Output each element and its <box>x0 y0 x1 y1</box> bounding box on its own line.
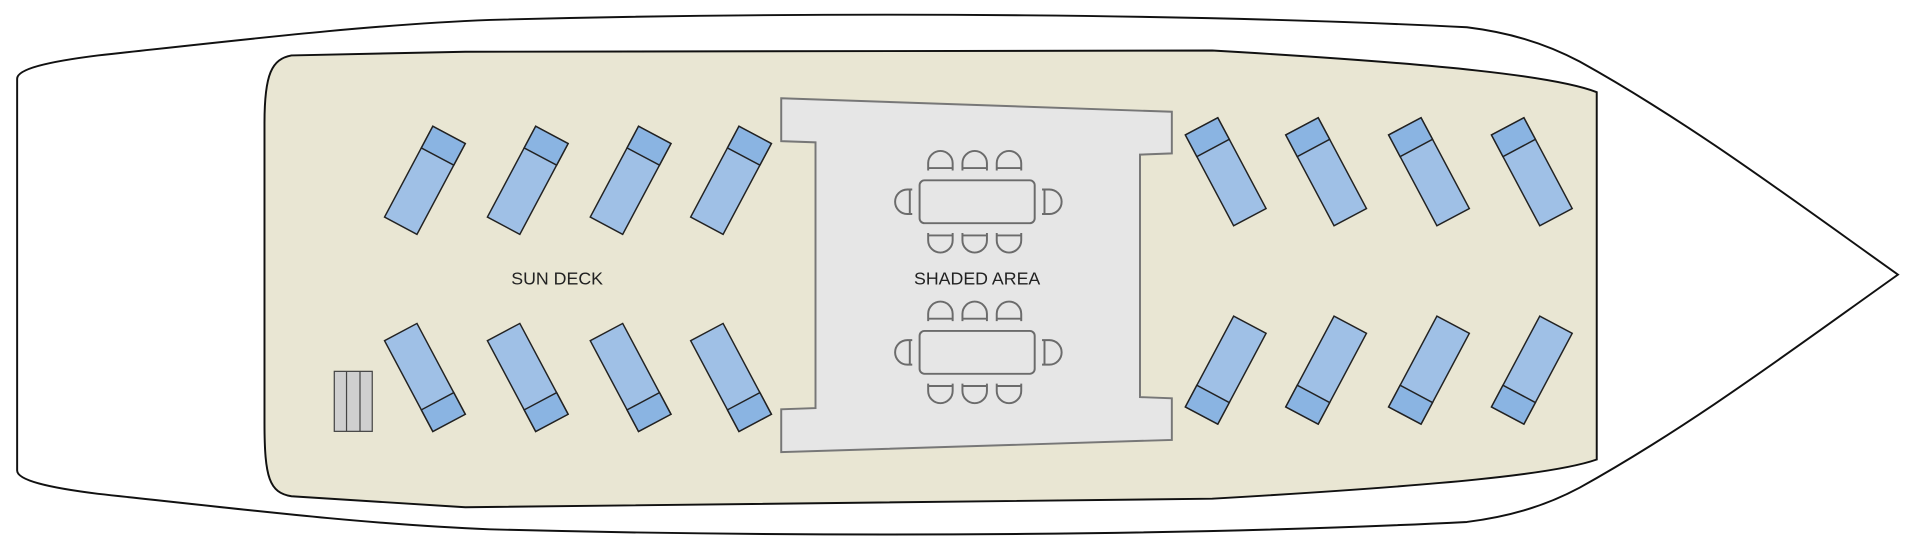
lounger-headrest <box>1387 384 1434 426</box>
table <box>918 179 1036 225</box>
sun-lounger <box>1284 116 1368 227</box>
shaded-area-label: SHADED AREA <box>914 268 1040 288</box>
sun-loungers <box>383 116 1574 433</box>
lounger-headrest <box>523 391 570 433</box>
lounger-headrest <box>1284 116 1331 158</box>
table <box>918 329 1036 375</box>
lounger-headrest <box>626 391 672 433</box>
lounger-headrest <box>1184 116 1231 158</box>
chair <box>961 383 988 405</box>
sun-lounger <box>1184 116 1268 227</box>
stairs <box>333 370 373 432</box>
chair <box>894 339 913 366</box>
sun-lounger <box>1490 315 1574 426</box>
lounger-headrest <box>726 391 773 433</box>
sun-lounger <box>589 125 672 236</box>
dining-table-set <box>894 300 1063 405</box>
lounger-headrest <box>523 125 570 167</box>
lounger-headrest <box>1184 384 1231 426</box>
chair <box>894 188 913 215</box>
chair <box>1042 339 1063 366</box>
sun-lounger <box>383 125 467 236</box>
chair <box>995 149 1023 171</box>
chair <box>995 232 1023 254</box>
sun-lounger <box>689 125 773 236</box>
lounger-headrest <box>1490 384 1537 426</box>
chair <box>927 300 954 322</box>
lounger-headrest <box>420 391 467 433</box>
sun-lounger <box>486 125 570 236</box>
lounger-headrest <box>626 125 672 167</box>
chair <box>995 383 1023 405</box>
sun-lounger <box>689 322 773 433</box>
dining-table-set <box>894 149 1063 254</box>
lounger-headrest <box>1284 384 1331 426</box>
lounger-headrest <box>726 125 773 167</box>
lounger-headrest <box>420 125 467 167</box>
chair <box>961 232 988 254</box>
shaded-area <box>780 97 1173 454</box>
sun-lounger <box>1387 315 1471 426</box>
sun-lounger <box>589 322 672 433</box>
sun-lounger <box>1184 315 1268 426</box>
chair <box>961 149 988 171</box>
sun-deck-label: SUN DECK <box>511 268 603 288</box>
chair <box>995 300 1023 322</box>
chair <box>927 232 954 254</box>
chair <box>927 149 954 171</box>
chair <box>927 383 954 405</box>
sun-lounger <box>1387 116 1471 227</box>
sun-lounger <box>383 322 467 433</box>
lounger-headrest <box>1490 116 1537 158</box>
dining-tables <box>894 149 1063 405</box>
sun-lounger <box>1284 315 1368 426</box>
sun-lounger <box>486 322 570 433</box>
lounger-headrest <box>1387 116 1434 158</box>
chair <box>1042 188 1063 215</box>
sun-lounger <box>1490 116 1574 227</box>
chair <box>961 300 988 322</box>
